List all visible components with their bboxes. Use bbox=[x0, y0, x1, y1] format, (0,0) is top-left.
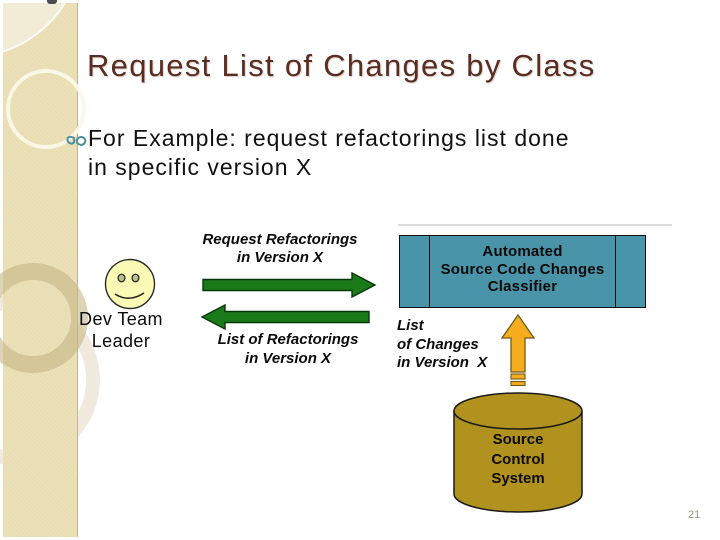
classifier-box-right-cell bbox=[615, 236, 645, 307]
white-ring-decoration bbox=[6, 69, 86, 149]
classifier-box-left-cell bbox=[400, 236, 430, 307]
actor-label: Dev Team Leader bbox=[61, 309, 181, 352]
label-line: Automated bbox=[482, 243, 563, 260]
list-arrow-label: List of Refactorings in Version X bbox=[188, 331, 388, 368]
label-line: Request Refactorings bbox=[202, 231, 358, 248]
label-line: Classifier bbox=[487, 278, 558, 295]
label-line: Source Code Changes bbox=[440, 260, 605, 278]
label-line: Source bbox=[492, 431, 544, 448]
label-line: Leader bbox=[91, 330, 151, 351]
bullet-text: For Example: request refactorings list d… bbox=[88, 124, 569, 182]
database-label: Source Control System bbox=[452, 430, 584, 489]
classifier-box: Automated Source Code Changes Classifier bbox=[399, 235, 646, 308]
label-line: in Version X bbox=[244, 349, 332, 367]
bullet-line: in specific version X bbox=[88, 154, 313, 180]
left-arrow-icon bbox=[200, 304, 370, 330]
page-number: 21 bbox=[688, 509, 701, 521]
database-cylinder-icon bbox=[453, 392, 583, 513]
bullet-line: For Example: request refactorings list d… bbox=[88, 125, 570, 151]
quarter-disc-decoration bbox=[3, 3, 77, 58]
label-line: of Changes bbox=[397, 335, 479, 353]
changes-arrow-label: List of Changes in Version X bbox=[397, 317, 517, 373]
label-line: List bbox=[397, 317, 424, 334]
label-line: Control bbox=[491, 450, 545, 468]
label-line: in Version X bbox=[397, 354, 488, 371]
top-notch-decoration bbox=[47, 0, 57, 4]
label-line: Dev Team bbox=[79, 309, 163, 329]
right-arrow-icon bbox=[202, 272, 377, 298]
smiley-face-icon bbox=[104, 258, 156, 310]
label-line: in Version X bbox=[236, 249, 324, 266]
classifier-box-label: Automated Source Code Changes Classifier bbox=[430, 236, 615, 307]
label-line: System bbox=[491, 470, 545, 487]
label-line: List of Refactorings bbox=[217, 331, 359, 348]
request-arrow-label: Request Refactorings in Version X bbox=[180, 231, 380, 267]
bullet-item: For Example: request refactorings list d… bbox=[64, 124, 664, 182]
divider-line bbox=[398, 224, 672, 226]
scroll-bullet-icon bbox=[66, 135, 87, 146]
page-title: Request List of Changes by Class bbox=[87, 48, 596, 83]
up-arrow-icon bbox=[500, 313, 536, 387]
